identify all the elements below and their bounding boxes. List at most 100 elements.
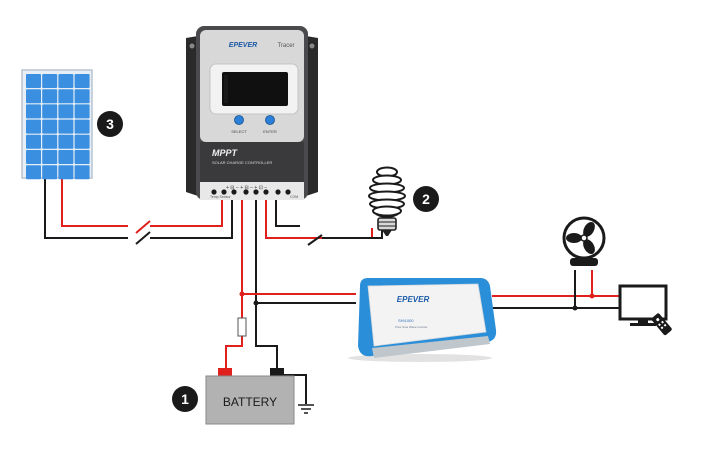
battery-positive-wire xyxy=(225,195,243,370)
light-bulb xyxy=(368,166,406,236)
solar-cell xyxy=(58,165,74,180)
junction-dot xyxy=(572,305,578,311)
ac-output-black-wire xyxy=(492,270,620,309)
bulb-neck xyxy=(375,213,399,218)
com-label: COM xyxy=(290,195,298,199)
junction-dot xyxy=(589,293,595,299)
solar-cell xyxy=(42,119,58,134)
solar-cell xyxy=(42,134,58,149)
select-button-label: SELECT xyxy=(231,129,247,134)
fuse xyxy=(237,317,247,337)
solar-cells xyxy=(26,74,90,180)
fan xyxy=(562,216,606,266)
tv-base xyxy=(630,323,656,326)
controller-model: Tracer xyxy=(277,43,294,49)
bulb-spiral xyxy=(368,166,406,218)
ground-wire xyxy=(283,374,307,404)
terminal-screw xyxy=(285,189,291,195)
solar-cell xyxy=(26,89,41,104)
marker-1-label: 1 xyxy=(181,391,189,407)
mount-hole xyxy=(309,43,315,49)
solar-cell xyxy=(74,134,90,149)
solar-cell xyxy=(74,150,90,164)
fan-hub xyxy=(580,234,588,242)
solar-cell xyxy=(74,119,90,134)
solar-cell xyxy=(42,74,58,88)
marker-2-label: 2 xyxy=(422,191,430,207)
solar-cell xyxy=(26,134,41,149)
lcd-indicator xyxy=(224,75,228,103)
solar-cell xyxy=(26,150,41,164)
marker-3: 3 xyxy=(97,111,123,137)
solar-cell xyxy=(26,104,41,119)
wiring xyxy=(44,178,620,404)
junction-dots xyxy=(239,291,595,311)
enter-button-label: ENTER xyxy=(263,129,277,134)
battery-negative-terminal xyxy=(270,368,284,376)
solar-cell xyxy=(42,150,58,164)
remote-control-icon xyxy=(651,313,672,336)
terminal-screw xyxy=(243,189,249,195)
terminal-screw xyxy=(275,189,281,195)
lcd-display xyxy=(222,72,288,106)
tv-stand xyxy=(638,319,648,324)
controller-type-main: MPPT xyxy=(212,148,239,158)
select-button[interactable] xyxy=(234,115,244,125)
marker-1: 1 xyxy=(172,386,198,412)
inverter-subtitle: Pure Sine Wave Inverter xyxy=(395,325,428,329)
pv-positive-wire xyxy=(61,178,223,234)
charge-controller: EPEVER Tracer SELECT ENTER MPPT SOLAR CH… xyxy=(186,26,318,200)
solar-cell xyxy=(74,89,90,104)
solar-cell xyxy=(58,119,74,134)
controller-mount-right xyxy=(306,36,318,196)
fan-blades xyxy=(566,221,595,255)
terminal-screw xyxy=(211,189,217,195)
inverter: EPEVER SHI1000 Pure Sine Wave Inverter xyxy=(348,278,497,362)
terminal-block xyxy=(211,189,291,195)
inverter-fins xyxy=(372,336,490,358)
mount-hole xyxy=(189,43,195,49)
solar-cell xyxy=(26,165,41,180)
bulb-tip xyxy=(382,230,392,236)
fan-stand xyxy=(570,258,598,266)
controller-mount-left xyxy=(186,36,198,196)
solar-cell xyxy=(26,74,41,88)
solar-cell xyxy=(58,134,74,149)
solar-cell xyxy=(58,104,74,119)
controller-terminal-strip xyxy=(200,182,304,200)
battery-body xyxy=(205,375,295,425)
inverter-model: SHI1000 xyxy=(398,318,414,323)
inverter-top-face xyxy=(367,283,487,347)
load-positive-wire xyxy=(265,195,373,239)
bulb-coil xyxy=(372,205,402,217)
ground-symbol xyxy=(298,404,314,414)
controller-lower-panel xyxy=(200,142,304,184)
solar-cell xyxy=(58,150,74,164)
battery-negative-wire xyxy=(255,195,278,370)
bulb-base xyxy=(377,217,397,231)
enter-button[interactable] xyxy=(265,115,275,125)
solar-panel xyxy=(21,69,93,180)
terminal-screw xyxy=(253,189,259,195)
solar-cell xyxy=(74,104,90,119)
terminal-sign-marks: + ⊟ − + ⊟ − + ⊡ − xyxy=(226,185,267,191)
temp-sensor-label: Temp Sensor xyxy=(210,195,231,199)
solar-cell xyxy=(74,165,90,180)
terminal-screw xyxy=(263,189,269,195)
junction-dot xyxy=(239,291,245,297)
battery-positive-terminal xyxy=(218,368,232,376)
solar-cell xyxy=(42,104,58,119)
controller-type-sub: SOLAR CHARGE CONTROLLER xyxy=(212,160,272,165)
solar-cell xyxy=(26,119,41,134)
pv-negative-wire xyxy=(44,178,233,245)
battery: BATTERY xyxy=(205,368,295,425)
inverter-brand: EPEVER xyxy=(397,295,430,304)
solar-cell xyxy=(74,74,90,88)
terminal-screw xyxy=(231,189,237,195)
solar-cell xyxy=(58,74,74,88)
solar-cell xyxy=(42,89,58,104)
solar-cell xyxy=(42,165,58,180)
controller-brand: EPEVER xyxy=(229,42,257,49)
terminal-screw xyxy=(221,189,227,195)
solar-cell xyxy=(58,89,74,104)
